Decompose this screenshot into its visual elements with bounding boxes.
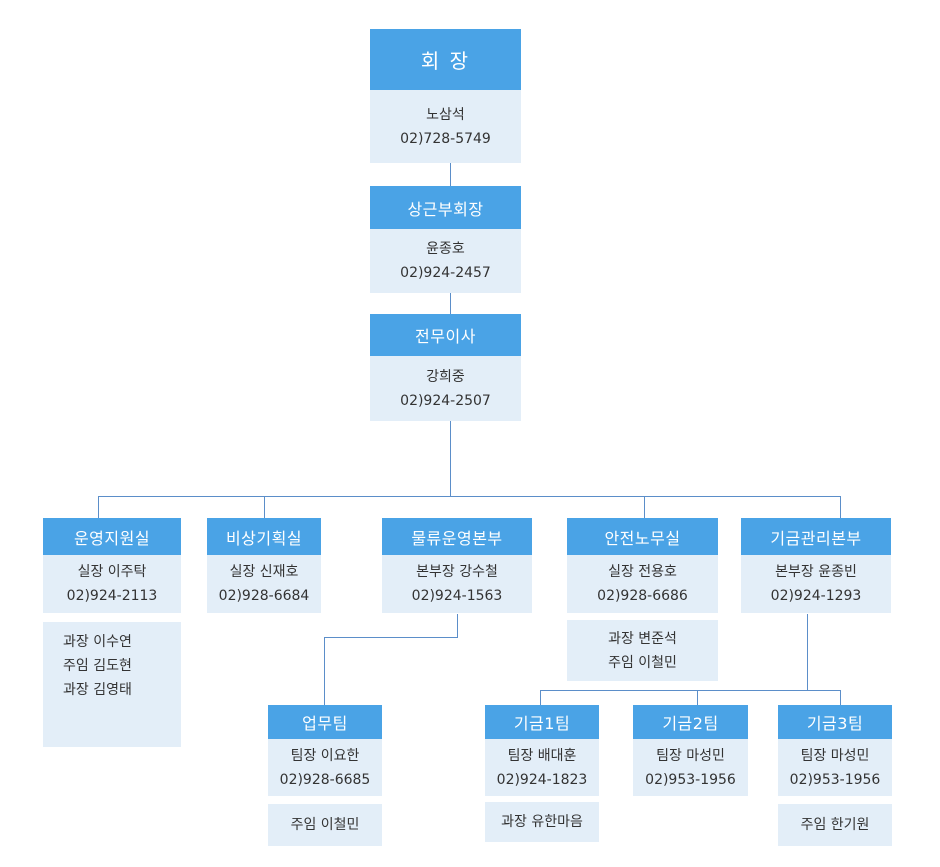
dept-head-name: 실장 신재호: [229, 564, 299, 580]
staff-member: 과장 김영태: [63, 682, 132, 698]
team-fund-1: 기금1팀 팀장 배대훈 02)924-1823: [485, 705, 599, 796]
dept-head-name: 실장 전용호: [608, 564, 677, 580]
team-title: 기금2팀: [633, 705, 748, 739]
team-fund-2: 기금2팀 팀장 마성민 02)953-1956: [633, 705, 748, 796]
dept-head-name: 본부장 강수철: [416, 564, 498, 580]
dept-phone: 02)924-2113: [66, 588, 158, 604]
staff-member: 과장 변준석: [608, 630, 677, 647]
team-business-staff: 주임 이철민: [268, 804, 382, 846]
executive-director-phone: 02)924-2507: [400, 392, 491, 409]
dept-phone: 02)928-6684: [218, 588, 310, 604]
vice-chairman-info: 윤종호 02)924-2457: [370, 229, 521, 293]
vice-chairman-name: 윤종호: [426, 241, 465, 257]
executive-director-info: 강희중 02)924-2507: [370, 356, 521, 421]
vice-chairman-node: 상근부회장 윤종호 02)924-2457: [370, 186, 521, 293]
staff-member: 과장 이수연: [63, 634, 132, 650]
team-title: 기금3팀: [778, 705, 892, 739]
dept-logistics-operations: 물류운영본부 본부장 강수철 02)924-1563: [382, 518, 532, 613]
chairman-phone: 02)728-5749: [400, 130, 491, 147]
team-info: 팀장 마성민 02)953-1956: [778, 739, 892, 796]
dept-title: 비상기획실: [207, 518, 321, 555]
chairman-node: 회 장 노삼석 02)728-5749: [370, 29, 521, 163]
team-fund-3: 기금3팀 팀장 마성민 02)953-1956: [778, 705, 892, 796]
team-phone: 02)953-1956: [789, 771, 881, 788]
team-leader-name: 팀장 이요한: [290, 747, 360, 764]
team-phone: 02)928-6685: [279, 771, 371, 788]
dept-phone: 02)928-6686: [597, 588, 688, 604]
dept-info: 실장 신재호 02)928-6684: [207, 555, 321, 613]
staff-member: 주임 김도현: [63, 658, 132, 674]
dept-phone: 02)924-1563: [411, 588, 503, 604]
staff-member: 과장 유한마음: [501, 814, 583, 830]
dept-head-name: 실장 이주탁: [77, 564, 147, 580]
vice-chairman-title: 상근부회장: [370, 186, 521, 229]
chairman-title: 회 장: [370, 29, 521, 90]
dept-safety-labor-staff: 과장 변준석 주임 이철민: [567, 620, 718, 681]
vice-chairman-phone: 02)924-2457: [400, 265, 491, 281]
chairman-name: 노삼석: [426, 106, 465, 123]
team-phone: 02)924-1823: [496, 771, 588, 788]
dept-info: 실장 전용호 02)928-6686: [567, 555, 718, 613]
staff-member: 주임 이철민: [290, 817, 360, 833]
dept-head-name: 본부장 윤종빈: [775, 564, 857, 580]
dept-title: 안전노무실: [567, 518, 718, 555]
chairman-info: 노삼석 02)728-5749: [370, 90, 521, 163]
team-info: 팀장 배대훈 02)924-1823: [485, 739, 599, 796]
dept-phone: 02)924-1293: [770, 588, 862, 604]
team-business: 업무팀 팀장 이요한 02)928-6685: [268, 705, 382, 796]
dept-info: 실장 이주탁 02)924-2113: [43, 555, 181, 613]
dept-operations-support: 운영지원실 실장 이주탁 02)924-2113: [43, 518, 181, 613]
staff-member: 주임 이철민: [608, 654, 677, 671]
team-leader-name: 팀장 마성민: [656, 747, 725, 764]
team-info: 팀장 이요한 02)928-6685: [268, 739, 382, 796]
executive-director-title: 전무이사: [370, 314, 521, 356]
team-title: 기금1팀: [485, 705, 599, 739]
team-title: 업무팀: [268, 705, 382, 739]
dept-info: 본부장 윤종빈 02)924-1293: [741, 555, 891, 613]
dept-title: 운영지원실: [43, 518, 181, 555]
dept-safety-labor: 안전노무실 실장 전용호 02)928-6686: [567, 518, 718, 613]
dept-title: 물류운영본부: [382, 518, 532, 555]
executive-director-node: 전무이사 강희중 02)924-2507: [370, 314, 521, 421]
dept-operations-support-staff: 과장 이수연 주임 김도현 과장 김영태: [43, 622, 181, 747]
dept-fund-management: 기금관리본부 본부장 윤종빈 02)924-1293: [741, 518, 891, 613]
dept-info: 본부장 강수철 02)924-1563: [382, 555, 532, 613]
executive-director-name: 강희중: [426, 368, 465, 385]
dept-title: 기금관리본부: [741, 518, 891, 555]
team-fund-3-staff: 주임 한기원: [778, 804, 892, 846]
team-fund-1-staff: 과장 유한마음: [485, 802, 599, 842]
team-leader-name: 팀장 배대훈: [507, 747, 577, 764]
staff-member: 주임 한기원: [800, 817, 870, 833]
team-info: 팀장 마성민 02)953-1956: [633, 739, 748, 796]
team-leader-name: 팀장 마성민: [800, 747, 870, 764]
dept-emergency-planning: 비상기획실 실장 신재호 02)928-6684: [207, 518, 321, 613]
team-phone: 02)953-1956: [645, 771, 736, 788]
